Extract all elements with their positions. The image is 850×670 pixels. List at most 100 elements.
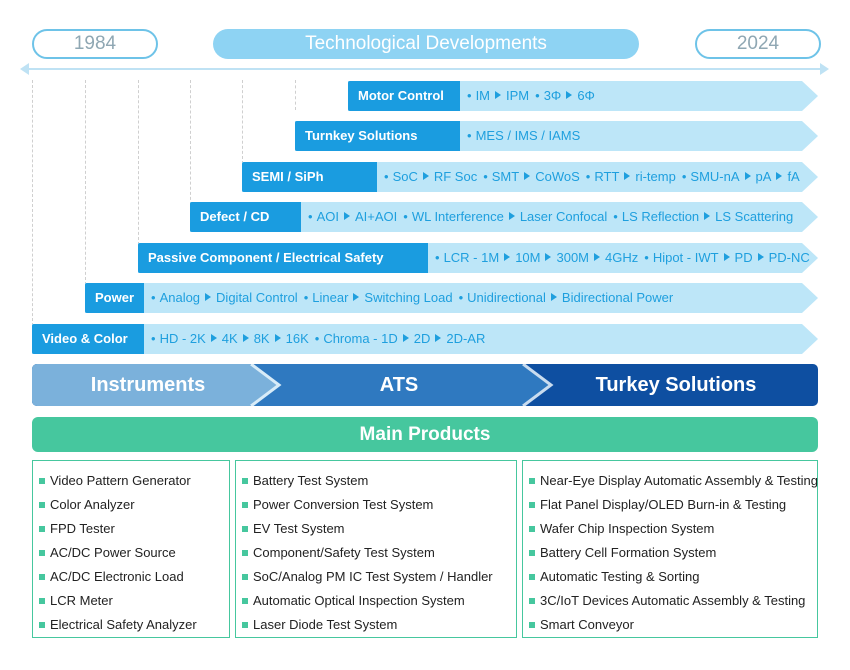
tech-item: 2D — [413, 331, 431, 346]
end-year: 2024 — [695, 29, 821, 59]
square-bullet-icon — [39, 477, 45, 484]
product-name: Electrical Safety Analyzer — [50, 617, 197, 632]
tech-item: Unidirectional — [467, 290, 546, 305]
tech-item: Bidirectional Power — [561, 290, 674, 305]
bullet-icon: • — [585, 169, 591, 184]
product-name: Component/Safety Test System — [253, 545, 435, 560]
tech-item: fA — [787, 169, 800, 184]
timeline-row: Turnkey Solutions•MES / IMS / IAMS — [295, 121, 818, 151]
tech-item: 16K — [285, 331, 309, 346]
row-arrow-tip-icon — [802, 202, 818, 232]
tech-item: IM — [475, 88, 491, 103]
bullet-icon: • — [681, 169, 687, 184]
row-label: Video & Color — [32, 324, 144, 354]
row-arrow-tip-icon — [802, 283, 818, 313]
tech-item: Linear — [312, 290, 349, 305]
bullet-icon: • — [384, 169, 389, 184]
step-arrow-icon — [435, 334, 442, 342]
step-arrow-icon — [524, 172, 531, 180]
product-item: Electrical Safety Analyzer — [33, 613, 229, 637]
product-name: EV Test System — [253, 521, 345, 536]
square-bullet-icon — [39, 573, 45, 580]
guide-line — [295, 80, 296, 110]
row-arrow-tip-icon — [802, 324, 818, 354]
bullet-icon: • — [151, 290, 156, 305]
product-name: AC/DC Electronic Load — [50, 569, 184, 584]
product-item: SoC/Analog PM IC Test System / Handler — [236, 565, 516, 589]
step-arrow-icon — [744, 172, 751, 180]
square-bullet-icon — [39, 597, 45, 604]
tech-item: Digital Control — [216, 290, 298, 305]
bullet-icon: • — [151, 331, 156, 346]
bullet-icon: • — [435, 250, 440, 265]
band-ats: ATS — [379, 374, 419, 396]
tech-item: RF Soc — [433, 169, 478, 184]
bullet-icon: • — [303, 290, 309, 305]
tech-item: SMU-nA — [690, 169, 740, 184]
product-item: Battery Cell Formation System — [523, 541, 817, 565]
tech-item: HD - 2K — [159, 331, 206, 346]
product-item: Wafer Chip Inspection System — [523, 517, 817, 541]
products-column-turnkey: Near-Eye Display Automatic Assembly & Te… — [522, 460, 818, 638]
bullet-icon: • — [644, 250, 649, 265]
tech-item: MES / IMS / IAMS — [475, 128, 581, 143]
product-item: Laser Diode Test System — [236, 613, 516, 637]
category-bands — [32, 364, 818, 406]
step-arrow-icon — [343, 212, 350, 220]
product-item: Power Conversion Test System — [236, 493, 516, 517]
square-bullet-icon — [39, 501, 45, 508]
tech-item: LS Scattering — [715, 209, 794, 224]
step-arrow-icon — [624, 172, 631, 180]
tech-item: PD-NC — [768, 250, 810, 265]
tech-item: 4GHz — [605, 250, 639, 265]
guide-line — [242, 80, 243, 164]
square-bullet-icon — [242, 621, 248, 628]
product-item: Smart Conveyor — [523, 613, 817, 637]
product-item: Battery Test System — [236, 469, 516, 493]
timeline-title: Technological Developments — [213, 29, 639, 59]
step-arrow-icon — [422, 172, 429, 180]
product-name: Automatic Testing & Sorting — [540, 569, 700, 584]
row-label: Defect / CD — [190, 202, 301, 232]
product-name: SoC/Analog PM IC Test System / Handler — [253, 569, 493, 584]
tech-item: Hipot - IWT — [652, 250, 719, 265]
product-name: Laser Diode Test System — [253, 617, 398, 632]
axis-left-arrow-icon — [20, 63, 29, 75]
step-arrow-icon — [495, 91, 502, 99]
row-label: Passive Component / Electrical Safety — [138, 243, 428, 273]
guide-line — [85, 80, 86, 285]
step-arrow-icon — [353, 293, 360, 301]
tech-item: LS Reflection — [621, 209, 700, 224]
step-arrow-icon — [594, 253, 601, 261]
product-name: Video Pattern Generator — [50, 473, 191, 488]
product-name: Battery Test System — [253, 473, 369, 488]
product-item: FPD Tester — [33, 517, 229, 541]
bullet-icon: • — [467, 88, 472, 103]
square-bullet-icon — [39, 549, 45, 556]
step-arrow-icon — [205, 293, 212, 301]
tech-item: WL Interference — [411, 209, 504, 224]
tech-item: 3Φ — [543, 88, 562, 103]
step-arrow-icon — [704, 212, 711, 220]
row-arrow-tip-icon — [802, 121, 818, 151]
step-arrow-icon — [508, 212, 515, 220]
product-item: Color Analyzer — [33, 493, 229, 517]
bullet-icon: • — [483, 169, 488, 184]
square-bullet-icon — [242, 525, 248, 532]
tech-item: ri-temp — [635, 169, 676, 184]
product-name: FPD Tester — [50, 521, 115, 536]
square-bullet-icon — [529, 597, 535, 604]
tech-item: Analog — [159, 290, 201, 305]
tech-item: Switching Load — [364, 290, 453, 305]
bullet-icon: • — [314, 331, 320, 346]
product-name: Wafer Chip Inspection System — [540, 521, 715, 536]
square-bullet-icon — [242, 549, 248, 556]
step-arrow-icon — [566, 91, 573, 99]
square-bullet-icon — [529, 573, 535, 580]
